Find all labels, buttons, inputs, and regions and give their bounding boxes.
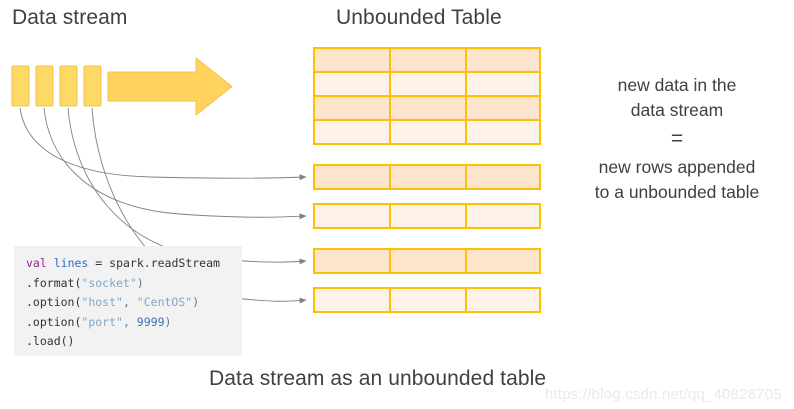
table-cell	[313, 203, 391, 229]
explanation-line-1: new data in the	[617, 75, 737, 95]
table-cell	[389, 248, 467, 274]
table-row	[313, 119, 541, 145]
code-string-socket: "socket"	[81, 275, 137, 290]
table-row	[313, 47, 541, 73]
code-comma: ,	[122, 314, 137, 329]
code-expr-readstream: spark.readStream	[109, 256, 220, 270]
table-cell	[465, 95, 541, 121]
code-paren-close: )	[164, 314, 172, 329]
stream-bar-4	[83, 65, 102, 107]
table-cell	[313, 248, 391, 274]
code-block[interactable]: val lines = spark.readStream .format("so…	[14, 246, 242, 356]
table-cell	[389, 47, 467, 73]
code-method-load: .load()	[26, 334, 75, 348]
data-stream-title: Data stream	[12, 6, 128, 29]
table-cell	[465, 203, 541, 229]
code-line-5: .load()	[26, 334, 74, 348]
appended-row-1	[313, 164, 541, 190]
unbounded-table-title: Unbounded Table	[336, 6, 502, 29]
code-variable-lines: lines	[53, 256, 89, 270]
table-cell	[313, 95, 391, 121]
appended-row-4	[313, 287, 541, 313]
stream-direction-arrow	[107, 57, 233, 116]
code-comma: ,	[122, 295, 137, 309]
table-cell	[389, 203, 467, 229]
table-cell	[465, 47, 541, 73]
table-row	[313, 71, 541, 97]
table-cell	[313, 119, 391, 145]
table-cell	[389, 71, 467, 97]
table-cell	[389, 95, 467, 121]
code-line-2: .format("socket")	[26, 276, 144, 290]
stream-bar-1	[11, 65, 30, 107]
explanation-text: new data in the data stream = new rows a…	[563, 73, 791, 205]
code-string-host: "host"	[81, 295, 123, 309]
appended-rows	[313, 164, 541, 313]
unbounded-table	[313, 47, 541, 145]
table-cell	[389, 119, 467, 145]
table-cell	[465, 248, 541, 274]
code-line-1: val lines = spark.readStream	[26, 256, 220, 270]
table-cell	[389, 287, 467, 313]
table-cell	[465, 164, 541, 190]
table-cell	[389, 164, 467, 190]
data-stream-bars	[11, 65, 102, 107]
code-paren-close: )	[136, 275, 144, 290]
code-paren-close: )	[192, 295, 200, 309]
bottom-caption: Data stream as an unbounded table	[209, 367, 547, 390]
table-cell	[313, 47, 391, 73]
connector-2	[43, 107, 307, 220]
table-cell	[313, 71, 391, 97]
connector-1	[19, 107, 307, 181]
explanation-line-2: data stream	[630, 100, 724, 120]
code-keyword-val: val	[26, 256, 47, 270]
stream-bar-2	[35, 65, 54, 107]
appended-row-3	[313, 248, 541, 274]
appended-row-2	[313, 203, 541, 229]
stream-bar-3	[59, 65, 78, 107]
connector-3	[67, 107, 307, 265]
table-cell	[313, 287, 391, 313]
code-number-9999: 9999	[136, 314, 165, 329]
code-method-format: .format(	[26, 275, 82, 290]
code-method-option-port: .option(	[26, 314, 82, 329]
code-line-3: .option("host", "CentOS")	[26, 295, 199, 309]
equals-sign: =	[670, 127, 684, 150]
code-line-4: .option("port", 9999)	[26, 315, 171, 329]
table-cell	[465, 287, 541, 313]
explanation-line-3: new rows appended	[598, 157, 756, 177]
code-string-port: "port"	[81, 314, 123, 329]
code-string-centos: "CentOS"	[136, 295, 193, 309]
table-cell	[465, 119, 541, 145]
code-operator-assign: =	[95, 256, 103, 270]
explanation-line-4: to a unbounded table	[594, 182, 760, 202]
watermark: https://blog.csdn.net/qq_40828705	[545, 386, 782, 403]
code-method-option-host: .option(	[26, 295, 82, 309]
table-row	[313, 95, 541, 121]
table-cell	[465, 71, 541, 97]
table-cell	[313, 164, 391, 190]
